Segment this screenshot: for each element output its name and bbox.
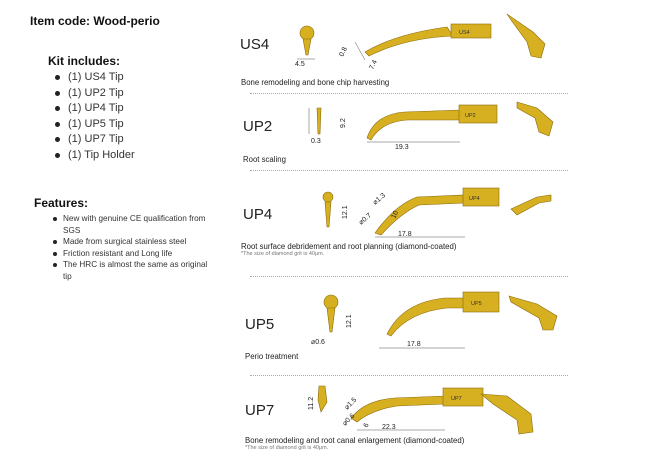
dim-label: 0.3 (311, 138, 321, 145)
up2-illustration: 9.2 0.3 UP2 19.3 (308, 101, 554, 151)
dim-label: 4.5 (295, 61, 305, 68)
dim-label: 17.8 (407, 341, 421, 348)
tip-3d-view (516, 101, 554, 137)
kit-item: (1) UP2 Tip (55, 86, 135, 102)
tip-name-up4: UP4 (243, 206, 273, 223)
tip-shank (462, 291, 500, 313)
tip-name-up2: UP2 (243, 118, 273, 135)
tip-3d-view (506, 13, 546, 59)
dim-label: ⌀0.7 (358, 212, 373, 226)
feature-item: Made from surgical stainless steel (53, 236, 213, 248)
tip-desc-us4: Bone remodeling and bone chip harvesting (241, 78, 390, 87)
tip-note-up7: *The size of diamond grit is 40μm. (245, 445, 329, 451)
dim-label: 12.1 (346, 314, 353, 328)
up7-illustration: 11.2 UP7 ⌀1.5 ⌀0.6 6 22.3 (308, 385, 534, 435)
tip-engraved-label: UP2 (465, 113, 476, 119)
feature-item: The HRC is almost the same as original t… (53, 259, 213, 282)
up4-illustration: 12.1 UP4 ⌀1.3 10 ⌀0.7 17.8 (322, 187, 552, 238)
kit-item: (1) UP4 Tip (55, 101, 135, 117)
tip-3d-view (508, 295, 558, 331)
dim-label: 10 (390, 210, 400, 220)
kit-item: (1) Tip Holder (55, 148, 135, 164)
tip-side-view (350, 395, 446, 423)
tip-name-us4: US4 (240, 36, 270, 53)
dim-label: 11.2 (308, 397, 315, 410)
feature-item: Friction resistant and Long life (53, 248, 213, 260)
dim-label: 0.8 (338, 46, 349, 58)
kit-list: (1) US4 Tip (1) UP2 Tip (1) UP4 Tip (1) … (55, 70, 135, 163)
tip-desc-up4: Root surface debridement and root planni… (241, 242, 457, 251)
tip-front-view (299, 25, 315, 41)
dim-label: ⌀1.5 (343, 397, 358, 412)
tip-engraved-label: UP7 (451, 396, 462, 402)
dim-label: 17.8 (398, 231, 412, 238)
separator (250, 375, 568, 376)
tip-engraved-label: UP5 (471, 301, 482, 307)
separator (250, 276, 568, 277)
dim-label: 7.4 (368, 59, 379, 71)
tip-side-view (364, 26, 454, 57)
dim-label: ⌀1.3 (372, 192, 387, 206)
dim-label: 22.3 (382, 424, 396, 431)
dim-label: ⌀0.6 (311, 339, 325, 346)
dim-label: 9.2 (340, 118, 347, 128)
tip-shank (462, 187, 500, 207)
dim-label: 6 (363, 422, 371, 429)
tip-desc-up5: Perio treatment (245, 352, 299, 361)
dimension-line (354, 41, 366, 61)
kit-item: (1) UP7 Tip (55, 132, 135, 148)
features-list: New with genuine CE qualification from S… (53, 213, 213, 282)
tip-shank (442, 387, 484, 407)
tip-3d-view (510, 194, 552, 216)
tip-front-view (316, 107, 322, 135)
dim-label: 12.1 (342, 205, 349, 219)
tip-front-view (324, 201, 332, 228)
separator (250, 170, 568, 171)
tip-front-view (326, 307, 336, 333)
tip-front-view (323, 294, 339, 310)
kit-item: (1) UP5 Tip (55, 117, 135, 133)
tip-desc-up7: Bone remodeling and root canal enlargeme… (245, 436, 465, 445)
item-code: Item code: Wood-perio (30, 14, 160, 28)
tip-side-view (386, 297, 466, 337)
tip-front-view (302, 38, 312, 56)
kit-title: Kit includes: (48, 54, 121, 68)
tip-desc-up2: Root scaling (243, 155, 286, 164)
tip-side-view (366, 109, 461, 141)
us4-illustration: 4.5 US4 0.8 7.4 (295, 13, 546, 71)
tip-front-view (322, 191, 334, 203)
up5-illustration: 12.1 ⌀0.6 UP5 17.8 (311, 291, 558, 349)
tip-3d-view (480, 393, 534, 435)
tip-note-up4: *The size of diamond grit is 40μm. (241, 251, 325, 257)
feature-item: New with genuine CE qualification from S… (53, 213, 213, 236)
kit-item: (1) US4 Tip (55, 70, 135, 86)
separator (250, 93, 568, 94)
tip-front-view (317, 385, 328, 413)
tip-name-up5: UP5 (245, 316, 275, 333)
tip-name-up7: UP7 (245, 402, 275, 419)
tip-shank (450, 23, 492, 39)
dim-label: 19.3 (395, 144, 409, 151)
features-title: Features: (34, 196, 89, 210)
tip-engraved-label: US4 (459, 30, 470, 36)
tip-engraved-label: UP4 (469, 196, 480, 202)
tip-side-view (374, 194, 466, 236)
tip-shank (458, 104, 498, 124)
